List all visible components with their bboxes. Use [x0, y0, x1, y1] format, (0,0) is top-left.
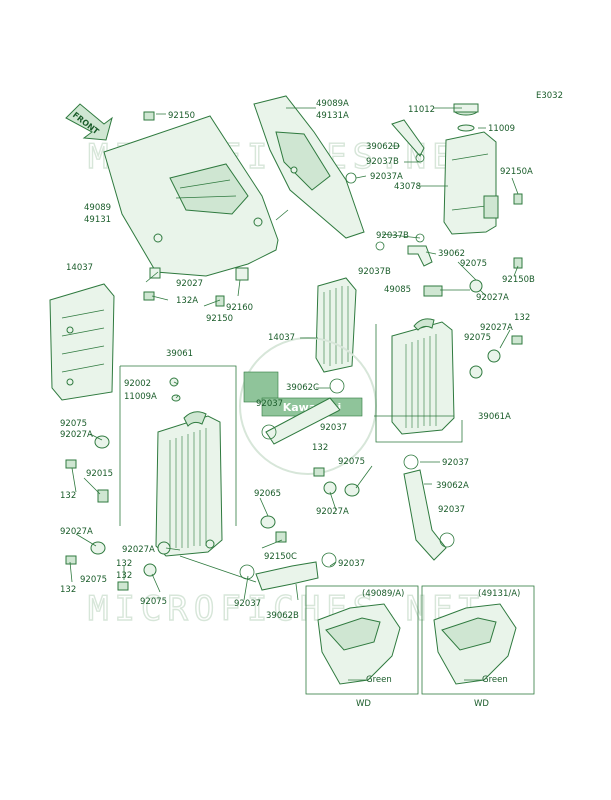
- label-132A: 132A: [176, 296, 198, 306]
- hose-39062A: [403, 469, 447, 561]
- label-92015: 92015: [86, 469, 113, 479]
- label-92027A-6: 92027A: [122, 545, 155, 555]
- label-92150C: 92150C: [264, 552, 297, 562]
- label-92037-3: 92037: [442, 458, 469, 468]
- label-49131: 49131: [84, 215, 111, 225]
- inset-right-color: Green: [482, 675, 508, 685]
- inset-right: (49131/A) Green: [421, 585, 535, 695]
- label-92027A-2: 92027A: [480, 323, 513, 333]
- radiator-left: [155, 377, 223, 557]
- clamp-92037-c5: [321, 552, 337, 568]
- label-92037A: 92037A: [370, 172, 403, 182]
- label-11012: 11012: [408, 105, 435, 115]
- label-49089A: 49089A: [316, 99, 349, 109]
- label-92150: 92150: [168, 111, 195, 121]
- label-132-3: 132: [60, 491, 76, 501]
- label-92150B: 92150B: [502, 275, 535, 285]
- tank-seal: [457, 124, 475, 132]
- hose-39062C: [265, 397, 341, 445]
- label-39062B: 39062B: [266, 611, 299, 621]
- label-92075-6: 92075: [140, 597, 167, 607]
- label-92075-5: 92075: [80, 575, 107, 585]
- label-11009A: 11009A: [124, 392, 157, 402]
- label-11009: 11009: [488, 124, 515, 134]
- reserve-tank: [443, 131, 499, 235]
- label-92027A-3: 92027A: [60, 430, 93, 440]
- label-92027: 92027: [176, 279, 203, 289]
- label-132-5: 132: [116, 559, 132, 569]
- tank-breather-hose: [407, 245, 433, 267]
- hose-39062B: [255, 561, 319, 591]
- label-92037B-3: 92037B: [358, 267, 391, 277]
- leader-lines: [69, 107, 519, 601]
- clamp-92037-c1: [329, 378, 345, 394]
- label-92075-3: 92075: [60, 419, 87, 429]
- label-39061: 39061: [166, 349, 193, 359]
- inset-left-code: WD: [356, 699, 371, 709]
- label-92037-2: 92037: [320, 423, 347, 433]
- tank-overflow-hose: [391, 119, 425, 157]
- label-14037-center: 14037: [268, 333, 295, 343]
- radiator-guard-center: [315, 277, 357, 373]
- label-39062: 39062: [438, 249, 465, 259]
- label-14037-left: 14037: [66, 263, 93, 273]
- label-132-4: 132: [60, 585, 76, 595]
- label-39061A: 39061A: [478, 412, 511, 422]
- inset-left-color: Green: [366, 675, 392, 685]
- tank-cap: [453, 103, 479, 116]
- label-92037-1: 92037: [256, 399, 283, 409]
- label-49089: 49089: [84, 203, 111, 213]
- label-132-6: 132: [116, 571, 132, 581]
- label-92065: 92065: [254, 489, 281, 499]
- label-92037B-2: 92037B: [376, 231, 409, 241]
- label-92075-1: 92075: [460, 259, 487, 269]
- label-92027A-4: 92027A: [316, 507, 349, 517]
- radiator-shroud-left: [103, 115, 279, 277]
- label-43078: 43078: [394, 182, 421, 192]
- label-39062D: 39062D: [366, 142, 400, 152]
- diagram-code: E3032: [536, 91, 563, 101]
- inset-left-title: (49089/A): [362, 589, 404, 599]
- label-92075-4: 92075: [338, 457, 365, 467]
- clamp-92037-c4: [439, 532, 455, 548]
- clamp-92037-c2: [261, 424, 277, 440]
- label-92037-5: 92037: [338, 559, 365, 569]
- label-92027A-1: 92027A: [476, 293, 509, 303]
- label-49085: 49085: [384, 285, 411, 295]
- label-92002: 92002: [124, 379, 151, 389]
- label-92150A: 92150A: [500, 167, 533, 177]
- label-92037-4: 92037: [438, 505, 465, 515]
- label-92037-6: 92037: [234, 599, 261, 609]
- label-92075-2: 92075: [464, 333, 491, 343]
- clamp-small-2: [415, 153, 425, 163]
- label-49131A: 49131A: [316, 111, 349, 121]
- label-92037B-1: 92037B: [366, 157, 399, 167]
- watermark-bottom: MICROFICHES.NET: [88, 589, 485, 629]
- front-arrow-icon: FRONT: [65, 103, 113, 141]
- radiator-right: [391, 318, 455, 435]
- inset-left: (49089/A) Green: [305, 585, 419, 695]
- fasteners: [65, 111, 523, 591]
- radiator-guard-left: [49, 283, 115, 401]
- label-92150-2: 92150: [206, 314, 233, 324]
- clamp-small-4: [375, 241, 385, 251]
- shroud-inner-panel: [253, 95, 365, 239]
- clamp-92037-c3: [403, 454, 419, 470]
- inset-right-title: (49131/A): [478, 589, 520, 599]
- part-labels: 92150 49089A 49131A 11012 11009 39062D 9…: [60, 99, 535, 621]
- label-39062A: 39062A: [436, 481, 469, 491]
- clamp-small-3: [415, 233, 425, 243]
- label-132-2: 132: [312, 443, 328, 453]
- label-39062C: 39062C: [286, 383, 319, 393]
- label-132-1: 132: [514, 313, 530, 323]
- label-92027A-5: 92027A: [60, 527, 93, 537]
- label-92160: 92160: [226, 303, 253, 313]
- inset-right-code: WD: [474, 699, 489, 709]
